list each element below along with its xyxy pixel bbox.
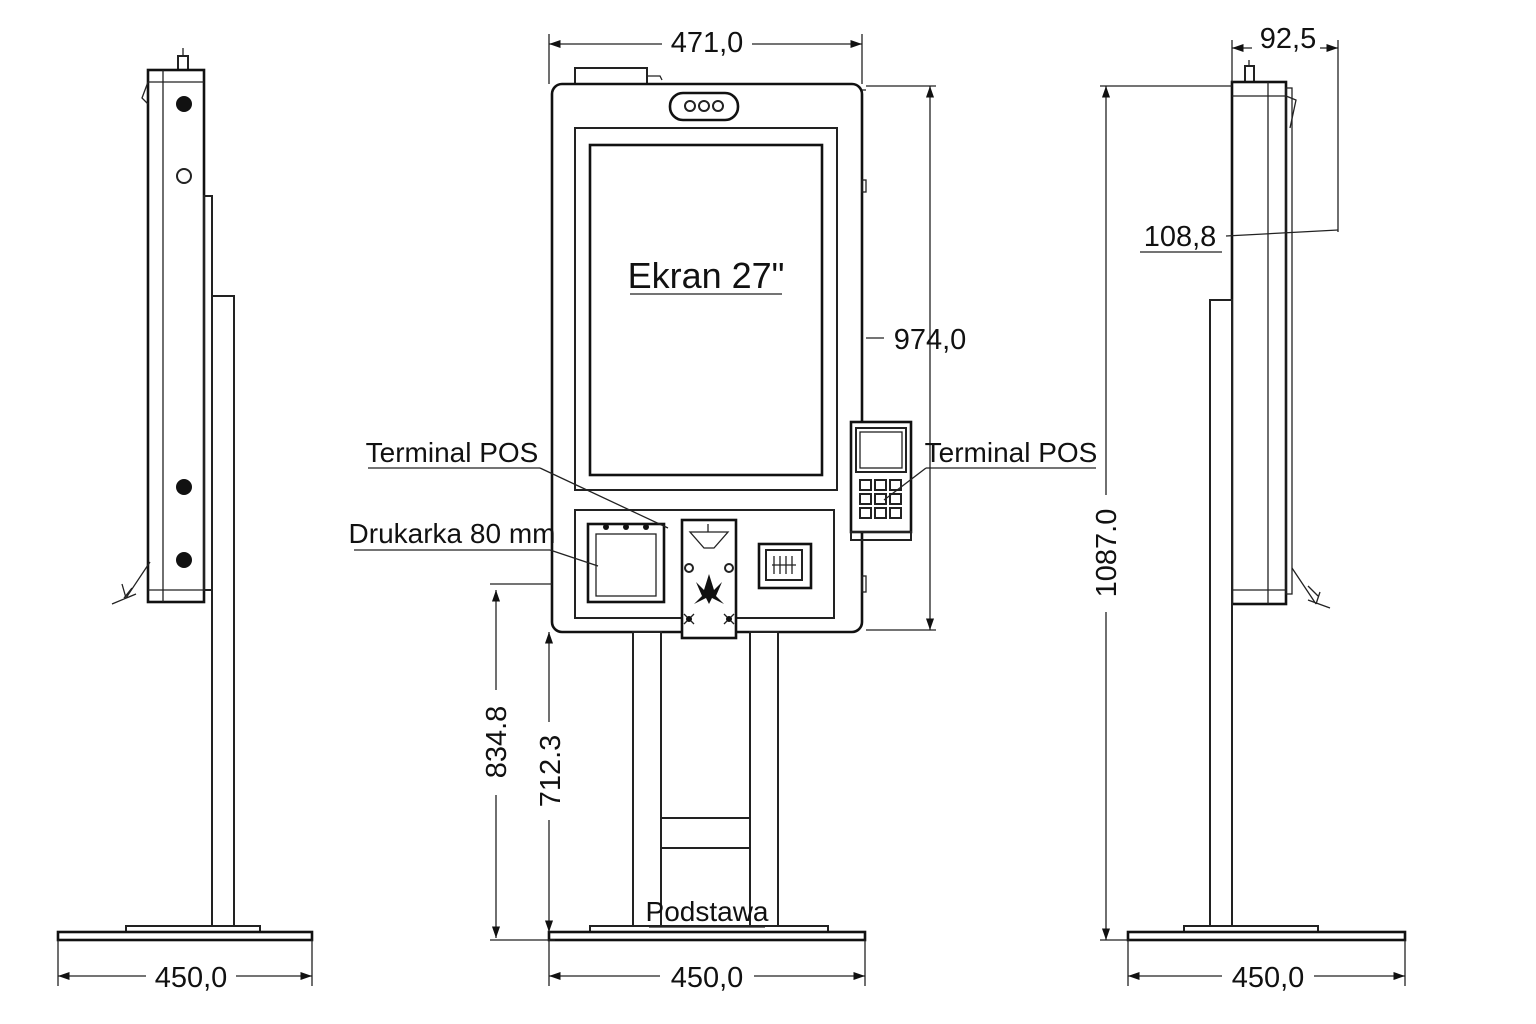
dim-side-depth-mid: 108,8 [1144, 221, 1217, 253]
dimension-lines [57, 34, 1406, 986]
printer-label: Drukarka 80 mm [349, 518, 556, 549]
dim-printer-height: 834.8 [481, 706, 513, 779]
dim-body-bottom-height: 712.3 [535, 735, 567, 808]
dim-side-depth-top: 92,5 [1260, 23, 1316, 55]
dim-body-height: 974,0 [894, 324, 967, 356]
base-label: Podstawa [646, 896, 769, 927]
pos-label-right: Terminal POS [925, 437, 1098, 468]
dim-total-height: 1087.0 [1091, 509, 1123, 598]
pos-label-left: Terminal POS [366, 437, 539, 468]
label-leaders [354, 293, 1096, 928]
screen-label: Ekran 27" [628, 255, 785, 296]
dim-top-width: 471,0 [671, 27, 744, 59]
dim-base-width-left: 450,0 [155, 962, 228, 994]
right-side-view [1126, 60, 1407, 942]
front-view [547, 67, 913, 942]
dim-base-width-center: 450,0 [671, 962, 744, 994]
dim-base-width-right: 450,0 [1232, 962, 1305, 994]
left-side-view [56, 48, 314, 942]
